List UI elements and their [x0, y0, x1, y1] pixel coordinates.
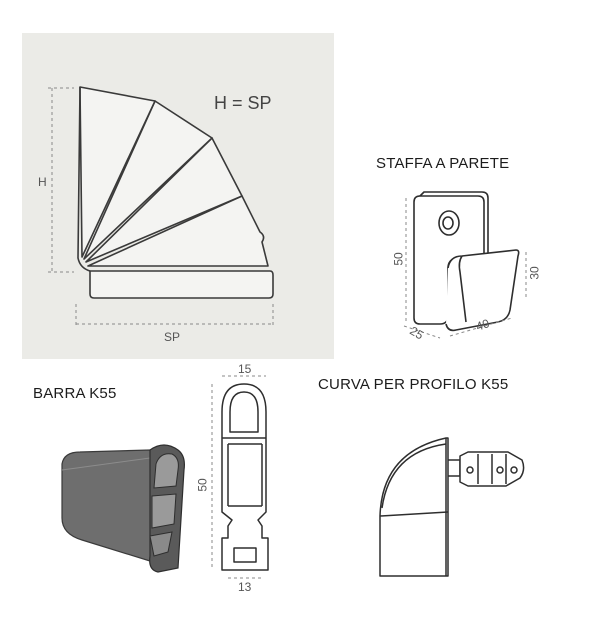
fan-width-label: SP: [164, 330, 181, 344]
fan-segment-4: [79, 86, 156, 258]
h-dimension: [48, 87, 74, 273]
fan-formula: H = SP: [214, 93, 272, 113]
wall-bracket-title: STAFFA A PARETE: [376, 155, 510, 172]
bar-dim-top: 15: [238, 362, 252, 376]
bracket-dim-height: 50: [391, 252, 406, 266]
wall-bracket-drawing: [413, 191, 520, 332]
bar-dim-bottom: 13: [238, 580, 252, 594]
sp-dimension: [75, 304, 274, 328]
fan-pivot: [77, 86, 91, 272]
fan-segment-3: [83, 100, 213, 260]
bar-k55-3d: [61, 444, 185, 573]
curve-k55-drawing: [379, 437, 525, 577]
bar-section-dimensions: [211, 375, 266, 579]
fan-segment-1: [87, 195, 269, 267]
fan-bar-base: [89, 270, 274, 299]
bracket-dim-right: 30: [527, 266, 542, 280]
curve-title: CURVA PER PROFILO K55: [318, 376, 509, 393]
bar-k55-section: [221, 383, 269, 571]
bar-dim-side: 50: [195, 478, 210, 492]
fan-height-label: H: [38, 175, 47, 189]
fan-segment-2: [85, 137, 243, 263]
bracket-dimensions: [403, 198, 527, 339]
fan-segments: [79, 86, 274, 299]
bar-title: BARRA K55: [33, 385, 117, 402]
